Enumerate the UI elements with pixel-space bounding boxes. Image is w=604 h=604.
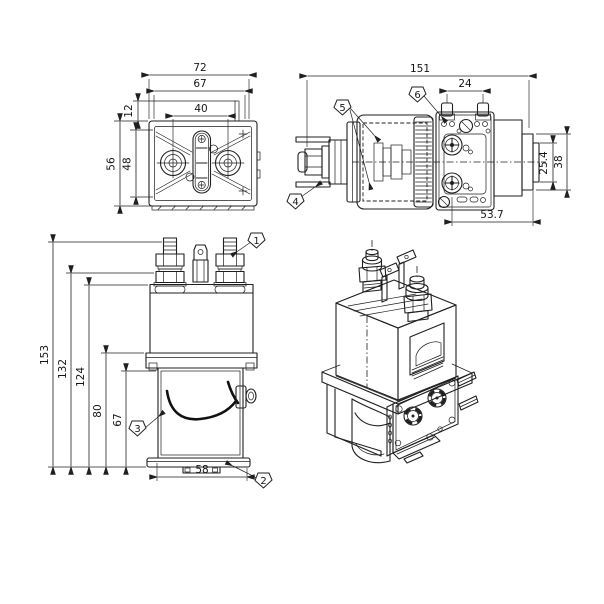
side-view-terminal-upper [441,134,473,156]
dim-67: 67 [193,78,206,90]
dim-153: 153 [39,345,51,365]
dim-24: 24 [458,78,472,90]
callout-3: 3 [134,424,140,435]
front-view-coil-connector [235,385,247,409]
top-view-aux-switch [185,130,218,194]
iso-window [409,322,445,376]
iso-blade-terminals [379,249,417,303]
isometric-view [321,240,479,464]
dim-58: 58 [195,464,208,476]
iso-housing [335,279,457,401]
side-view-coil [493,119,540,197]
top-view-marks [234,100,261,196]
coil-lead-wire-left [165,389,238,421]
iso-mounting-strap [326,384,382,457]
side-view-callouts: 5 6 4 [286,86,449,210]
dim-80: 80 [92,404,104,417]
side-view-front-plate [435,102,495,211]
iso-foot [392,434,441,464]
dim-151: 151 [410,63,430,75]
dim-38: 38 [553,155,565,168]
front-view-dimensions: 153 132 124 80 67 58 [39,234,255,481]
top-view-dimensions: 72 67 40 12 56 48 [106,62,257,214]
side-view-dimensions: 151 24 25.4 38 53.7 [299,63,571,226]
dim-56: 56 [106,157,118,171]
callout-flag-1 [247,232,266,249]
dim-53-7: 53.7 [480,209,503,221]
iso-spade-upper [456,371,477,387]
iso-terminal-upper [427,388,447,408]
dim-40: 40 [194,103,207,115]
dim-48: 48 [122,157,134,170]
iso-terminal-plate [386,371,479,457]
callout-1: 1 [253,236,259,247]
callout-5: 5 [339,103,345,114]
top-view-terminal-left [156,147,190,179]
dim-72: 72 [193,62,206,74]
callout-flag-6 [408,86,427,103]
callout-flag-5 [333,99,352,116]
iso-stud-right [403,275,433,323]
dim-124: 124 [75,367,87,387]
side-view-ribbed-plate [413,116,434,208]
front-view-aux-blade [192,244,209,283]
top-view-bottom-hatch [157,206,246,210]
callout-flag-2 [254,472,273,489]
coil-lead-wire-right [226,380,240,405]
side-view-coil-terminals [295,121,361,203]
callout-2: 2 [260,476,266,487]
callout-flag-3 [128,420,147,437]
callout-flag-4 [286,193,305,210]
front-view-stud-right [213,237,247,287]
front-view-callouts: 1 2 3 [128,232,273,489]
dim-67-front: 67 [112,413,124,426]
dim-132: 132 [57,359,69,379]
front-view: 153 132 124 80 67 58 1 2 [39,232,273,489]
iso-stud-left [358,248,387,293]
top-view: 72 67 40 12 56 48 [106,62,261,214]
dim-12: 12 [123,104,135,117]
front-view-stud-left [153,237,187,287]
front-view-can [149,283,254,354]
callout-6: 6 [414,90,420,101]
front-view-flange [145,352,258,371]
side-view-blade-upper [295,136,331,143]
side-view-blade-lower [295,181,331,188]
dim-25-4: 25.4 [538,151,550,175]
top-view-terminal-right [211,147,245,179]
iso-terminal-lower [403,406,423,426]
front-view-lower-body [157,367,257,459]
side-view: 151 24 25.4 38 53.7 5 6 4 [286,63,571,226]
iso-spade-lower [458,395,479,411]
side-view-terminal-lower [441,172,473,194]
iso-label-hatch [411,356,444,380]
callout-4: 4 [292,197,298,208]
